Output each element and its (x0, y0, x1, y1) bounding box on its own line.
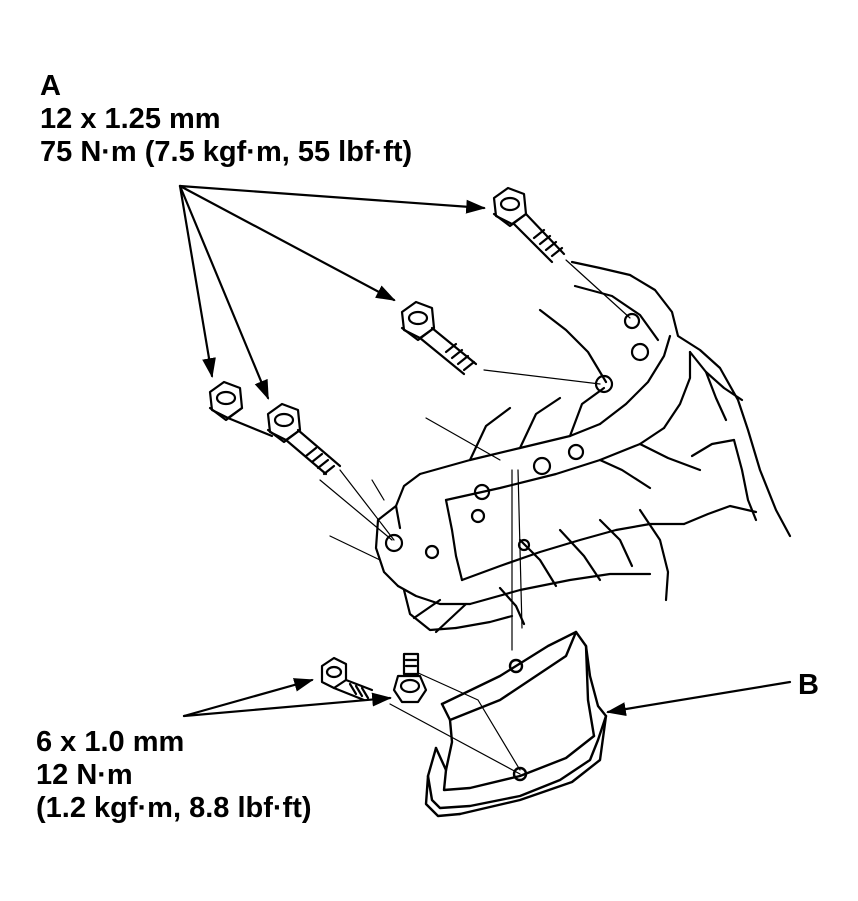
transmission-housing (374, 260, 792, 634)
small-bolt-leaders (182, 678, 392, 718)
callout-a-leaders (178, 184, 486, 400)
callout-a: A 12 x 1.25 mm 75 N·m (7.5 kgf·m, 55 lbf… (40, 70, 412, 169)
bolt-a-4-icon (266, 402, 342, 476)
bolt-a-1-icon (492, 186, 566, 264)
bolt-a-2-icon (400, 300, 478, 376)
callout-a-size: 12 x 1.25 mm (40, 103, 221, 135)
small-bolt-2-icon (392, 652, 428, 704)
callout-small-bolts: 6 x 1.0 mm 12 N·m (1.2 kgf·m, 8.8 lbf·ft… (36, 726, 312, 825)
callout-a-label: A (40, 70, 61, 102)
small-bolt-1-icon (320, 656, 374, 702)
alignment-leader-lines (319, 259, 631, 775)
bolt-a-3-icon (208, 380, 274, 438)
housing-bolt-holes (384, 312, 650, 560)
callout-b-leader (606, 680, 792, 716)
callout-b: B (798, 669, 819, 702)
small-bolt-size: 6 x 1.0 mm (36, 726, 185, 758)
callout-a-torque: 75 N·m (7.5 kgf·m, 55 lbf·ft) (40, 136, 413, 168)
small-bolt-torque: 12 N·m (36, 759, 133, 791)
small-bolt-torque-alt: (1.2 kgf·m, 8.8 lbf·ft) (36, 792, 312, 824)
cover-plate-b (424, 630, 608, 818)
callout-b-label: B (798, 669, 819, 701)
